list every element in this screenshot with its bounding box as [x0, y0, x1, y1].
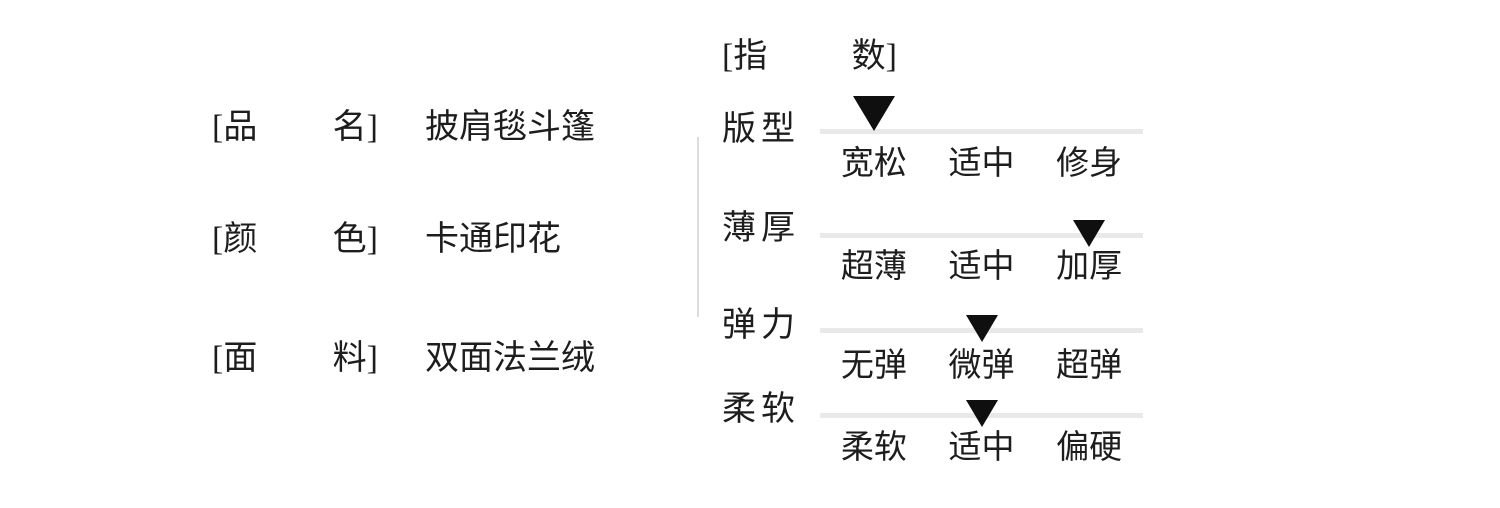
close-bracket: ]	[366, 340, 378, 377]
product-info-row: [面 料] 双面法兰绒	[212, 341, 595, 377]
info-label: [品 名]	[212, 110, 378, 146]
index-row-label: 薄厚	[722, 210, 800, 247]
scale-options: 柔软 适中 偏硬	[820, 430, 1143, 466]
close-bracket: ]	[366, 221, 378, 258]
info-label: [面 料]	[212, 341, 378, 377]
index-title-char: 数	[851, 38, 886, 75]
product-info-row: [颜 色] 卡通印花	[212, 222, 561, 258]
open-bracket: [	[212, 340, 224, 377]
index-title-char: 指	[733, 38, 768, 75]
scale-option: 加厚	[1056, 249, 1123, 285]
triangle-down-icon	[1073, 220, 1106, 247]
scale-options: 宽松 适中 修身	[820, 146, 1143, 182]
info-label-char: 面	[223, 340, 258, 377]
triangle-down-icon	[965, 315, 998, 342]
info-label-char: 料	[332, 340, 367, 377]
triangle-down-icon	[852, 96, 895, 131]
scale-option: 适中	[948, 249, 1015, 285]
info-label-char: 颜	[223, 221, 258, 258]
close-bracket: ]	[366, 109, 378, 146]
index-header: [指 数]	[722, 39, 897, 75]
info-value: 卡通印花	[425, 221, 561, 258]
scale-option: 适中	[948, 146, 1015, 182]
section-divider	[697, 137, 699, 317]
info-label: [颜 色]	[212, 222, 378, 258]
scale-options: 无弹 微弹 超弹	[820, 348, 1143, 384]
scale-option: 修身	[1056, 146, 1123, 182]
scale-track	[820, 233, 1143, 238]
open-bracket: [	[212, 221, 224, 258]
product-info-row: [品 名] 披肩毯斗篷	[212, 110, 595, 146]
open-bracket: [	[722, 38, 734, 75]
scale-option: 超弹	[1056, 348, 1123, 384]
index-row-label: 弹力	[722, 307, 800, 344]
scale-option: 偏硬	[1056, 430, 1123, 466]
triangle-down-icon	[965, 400, 998, 427]
close-bracket: ]	[885, 38, 897, 75]
info-value: 双面法兰绒	[425, 340, 595, 377]
index-row: 薄厚超薄 适中 加厚	[722, 211, 1152, 291]
scale-option: 柔软	[840, 430, 907, 466]
scale-options: 超薄 适中 加厚	[820, 249, 1143, 285]
scale-option: 适中	[948, 430, 1015, 466]
index-row: 版型宽松 适中 修身	[722, 96, 1152, 192]
info-label-char: 名	[332, 109, 367, 146]
scale-option: 宽松	[840, 146, 907, 182]
info-label-char: 品	[223, 109, 258, 146]
index-row-label: 版型	[722, 111, 800, 148]
scale-option: 超薄	[840, 249, 907, 285]
scale-option: 微弹	[948, 348, 1015, 384]
info-label-char: 色	[332, 221, 367, 258]
index-row-label: 柔软	[722, 391, 800, 428]
index-title: [指 数]	[722, 39, 897, 75]
scale-track	[820, 129, 1143, 134]
index-row: 弹力无弹 微弹 超弹	[722, 308, 1152, 388]
info-value: 披肩毯斗篷	[425, 109, 595, 146]
open-bracket: [	[212, 109, 224, 146]
scale-option: 无弹	[840, 348, 907, 384]
index-row: 柔软柔软适中偏硬	[722, 392, 1152, 472]
